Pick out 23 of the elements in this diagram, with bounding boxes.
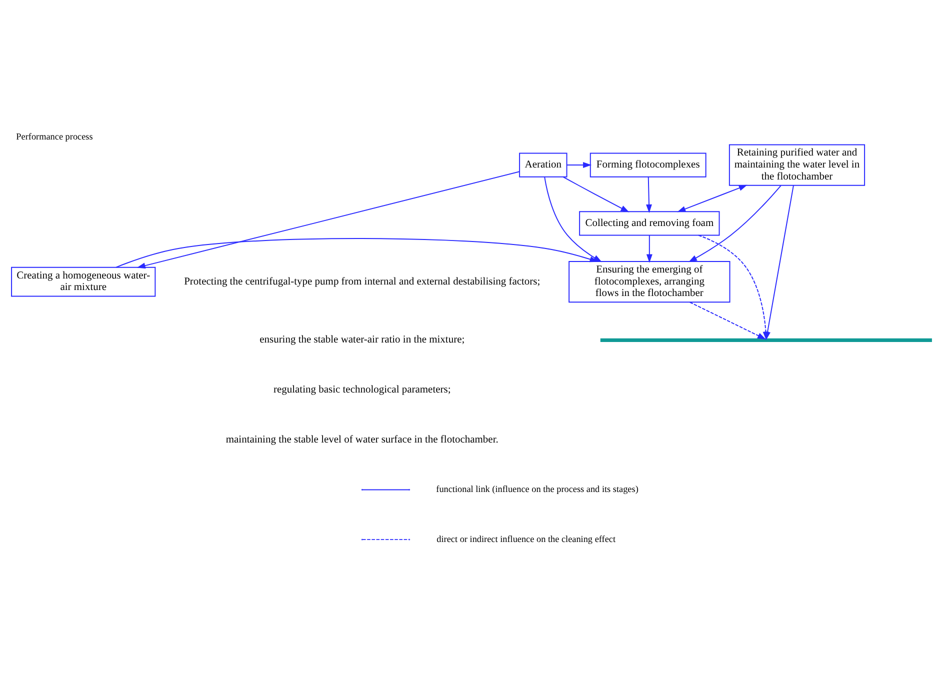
- label: maintaining the stable level of water surface in the flotochamber.: [226, 434, 498, 445]
- arrow: [646, 234, 652, 262]
- arrow: [677, 184, 748, 212]
- node-box: Aeration: [519, 152, 568, 177]
- node-bar: [600, 338, 932, 342]
- arrow: [646, 176, 652, 212]
- node-box: Retaining purified water and maintaining the water level in the flotochamber: [728, 144, 866, 186]
- node-box: Creating a homogeneous water-air mixture: [11, 266, 156, 296]
- legend-label: functional link (influence on the process and its stages): [436, 484, 638, 494]
- arrow: [566, 162, 592, 168]
- label: Protecting the centrifugal-type pump from internal and external destabilising factors;: [184, 276, 540, 287]
- node-box: Collecting and removing foam: [579, 210, 720, 236]
- node-box: Forming flotocomplexes: [590, 152, 706, 177]
- label: regulating basic technological parameters;: [273, 384, 451, 396]
- diagram-title: Performance process: [16, 131, 93, 142]
- node-box: Ensuring the emerging of flotocomplexes, arranging flows in the flotochamber: [568, 260, 730, 302]
- arrow: [688, 184, 782, 262]
- arrow: [136, 170, 520, 268]
- arrow: [698, 234, 769, 340]
- arrow: [562, 176, 630, 212]
- legend-label: direct or indirect influence on the cleaning effect: [436, 533, 616, 544]
- label: ensuring the stable water-air ratio in the mixture;: [260, 334, 465, 346]
- arrow: [689, 301, 766, 339]
